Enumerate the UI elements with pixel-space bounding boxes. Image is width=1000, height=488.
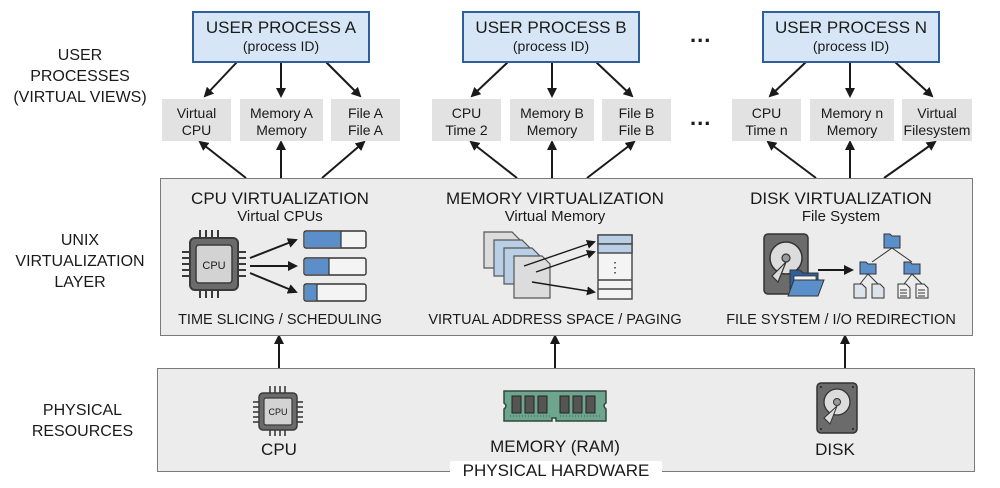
cpu-virtualization-title: CPU VIRTUALIZATION [191,189,369,208]
cpu-virtualization-subtitle: Virtual CPUs [237,208,323,225]
folder-icon [787,269,825,297]
ellipsis-processes: ... [690,22,712,47]
physical-cpu-icon: CPU [253,386,303,436]
arrow-proc-b-to-view-3 [595,61,634,98]
svg-text:CPU: CPU [268,407,287,417]
row-label-virtualization-layer: UNIX VIRTUALIZATION LAYER [15,232,145,291]
view-memory-n[interactable]: Memory n Memory [810,99,894,141]
folder-tree-icon [853,233,929,299]
disk-virtualization-footer: FILE SYSTEM / I/O REDIRECTION [726,312,956,328]
view-cpu-time-b[interactable]: CPU Time 2 [432,99,501,141]
arrow-layer-to-view-n3 [883,140,937,179]
memory-paging-icon: ⋮ [483,231,633,300]
arrow-proc-b-to-view-1 [470,61,509,98]
arrow-proc-a-to-view-1 [203,61,238,98]
view-file-b[interactable]: File B File B [602,99,671,141]
physical-memory-label: MEMORY (RAM) [490,437,620,456]
physical-disk-label: DISK [815,440,855,459]
time-slice-fill [305,232,341,247]
time-slice-fill [305,259,329,274]
view-virtual-filesystem[interactable]: Virtual Filesystem [902,99,972,141]
view-memory-b[interactable]: Memory B Memory [510,99,594,141]
process-subtitle: (process ID) [242,38,320,54]
ram-module-icon [503,390,607,422]
arrow-layer-to-view-n1 [766,140,817,179]
row-label-physical-resources: PHYSICAL RESOURCES [31,402,134,440]
physical-hardware-label: PHYSICAL HARDWARE [450,461,662,481]
physical-disk-icon [816,382,858,434]
arrow-proc-n-to-view-1 [768,61,807,98]
arrow-layer-to-view-a1 [198,140,247,179]
virtual-pages-icon [483,231,551,299]
view-memory-a[interactable]: Memory A Memory [240,99,323,141]
cpu-chip-icon: CPU [182,230,246,298]
row-label-user-processes: USER PROCESSES (VIRTUAL VIEWS) [13,47,147,106]
arrow-proc-a-to-view-3 [325,61,362,98]
memory-virtualization-footer: VIRTUAL ADDRESS SPACE / PAGING [428,312,682,328]
view-cpu-time-n[interactable]: CPU Time n [732,99,801,141]
arrow-layer-to-view-b3 [586,140,636,179]
disk-virtualization-title: DISK VIRTUALIZATION [750,189,932,208]
user-process-a[interactable]: USER PROCESS A (process ID) [192,11,370,63]
process-title: USER PROCESS N [774,18,928,37]
time-slice-bar [303,283,367,302]
process-subtitle: (process ID) [812,38,890,54]
process-title: USER PROCESS A [205,18,357,37]
unix-virtualization-layer [160,178,973,336]
cpu-virtualization-footer: TIME SLICING / SCHEDULING [178,312,382,328]
svg-text:CPU: CPU [202,260,225,272]
cpu-scheduling-icon: CPU [182,230,367,302]
disk-filesystem-icon [763,233,929,299]
ellipsis-views: ... [690,105,712,130]
arrow-layer-to-view-b1 [469,140,518,179]
view-virtual-cpu-a[interactable]: Virtual CPU [162,99,231,141]
page-table-icon [597,234,633,300]
view-file-a[interactable]: File A File A [331,99,400,141]
memory-virtualization-title: MEMORY VIRTUALIZATION [446,189,664,208]
time-slice-fill [305,285,317,300]
physical-cpu-label: CPU [261,440,297,459]
svg-text:⋮: ⋮ [608,259,622,275]
process-subtitle: (process ID) [512,38,590,54]
process-title: USER PROCESS B [475,18,627,37]
arrow-layer-to-view-a3 [321,140,366,179]
arrow-proc-n-to-view-3 [894,61,934,98]
user-process-n[interactable]: USER PROCESS N (process ID) [762,11,940,63]
memory-virtualization-subtitle: Virtual Memory [504,208,606,225]
disk-virtualization-subtitle: File System [801,208,881,225]
user-process-b[interactable]: USER PROCESS B (process ID) [462,11,640,63]
